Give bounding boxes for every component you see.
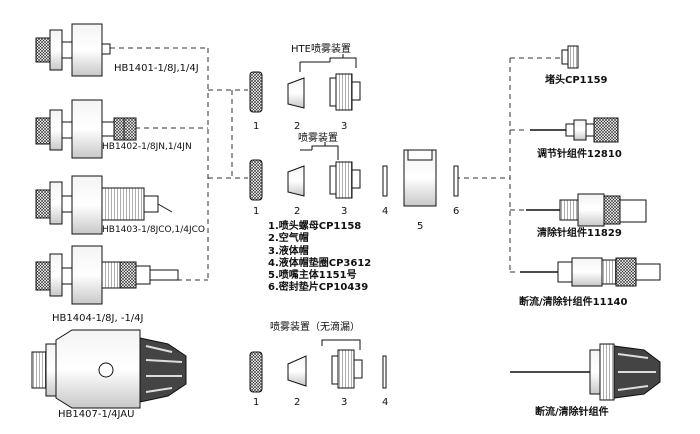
legend-item: 4.液体帽垫圈CP3612 bbox=[268, 257, 372, 269]
spray-part-2: 2 bbox=[294, 206, 301, 217]
hte-part-3: 3 bbox=[341, 121, 348, 132]
nodrip-parts bbox=[249, 339, 387, 393]
gun-hb1403 bbox=[35, 175, 173, 235]
gun-label-hb1403: HB1403-1/8JCO,1/4JCO bbox=[102, 225, 205, 235]
spray-part-6: 6 bbox=[453, 206, 460, 217]
hte-part-2: 2 bbox=[294, 121, 301, 132]
accessory-label-adjust: 调节针组件12810 bbox=[537, 149, 622, 160]
gun-label-hb1404: HB1404-1/8J, -1/4J bbox=[52, 313, 144, 324]
spray-part-3: 3 bbox=[341, 206, 348, 217]
spray-part-5: 5 bbox=[417, 221, 424, 232]
gun-label-hb1402: HB1402-1/8JN,1/4JN bbox=[102, 142, 192, 152]
accessory-label-plug: 堵头CP1159 bbox=[545, 75, 608, 86]
gun-hb1404 bbox=[35, 245, 179, 305]
accessory-shutoff-needle bbox=[520, 257, 661, 287]
parts-legend: 1.喷头螺母CP1158 2.空气帽 3.液体帽 4.液体帽垫圈CP3612 5… bbox=[268, 221, 371, 295]
accessory-shutoff-needle-large bbox=[510, 343, 661, 401]
hte-parts bbox=[249, 54, 361, 113]
gun-hb1402 bbox=[35, 99, 137, 159]
spray-part-1: 1 bbox=[253, 206, 260, 217]
accessory-clean-needle bbox=[526, 193, 647, 227]
legend-item: 2.空气帽 bbox=[268, 233, 309, 245]
spray-parts bbox=[249, 142, 459, 207]
group-title-nodrip: 喷雾装置（无滴漏） bbox=[270, 322, 360, 333]
accessory-adjust-needle bbox=[530, 117, 619, 143]
legend-item: 5.喷嘴主体1151号 bbox=[268, 270, 357, 282]
group-title-hte: HTE喷雾装置 bbox=[291, 44, 351, 55]
hte-part-1: 1 bbox=[253, 121, 260, 132]
gun-label-hb1407: HB1407-1/4JAU bbox=[58, 409, 135, 420]
nodrip-part-3: 3 bbox=[341, 397, 348, 408]
gun-label-hb1401: HB1401-1/8J,1/4J bbox=[114, 63, 199, 74]
nodrip-part-1: 1 bbox=[253, 397, 260, 408]
accessory-label-shutoff-large: 断流/清除针组件 bbox=[535, 407, 609, 418]
nodrip-part-4: 4 bbox=[382, 397, 389, 408]
group-title-spray: 喷雾装置 bbox=[298, 133, 338, 144]
gun-hb1407 bbox=[31, 329, 187, 409]
legend-item: 6.密封垫片CP10439 bbox=[268, 282, 369, 294]
accessory-label-shutoff: 断流/清除针组件11140 bbox=[519, 297, 628, 308]
legend-item: 1.喷头螺母CP1158 bbox=[268, 221, 362, 232]
legend-item: 3.液体帽 bbox=[268, 245, 309, 257]
nodrip-part-2: 2 bbox=[294, 397, 301, 408]
accessory-plug bbox=[561, 45, 579, 69]
accessory-label-clean: 清除针组件11829 bbox=[537, 228, 622, 239]
gun-hb1401 bbox=[35, 23, 111, 77]
spray-part-4: 4 bbox=[382, 206, 389, 217]
